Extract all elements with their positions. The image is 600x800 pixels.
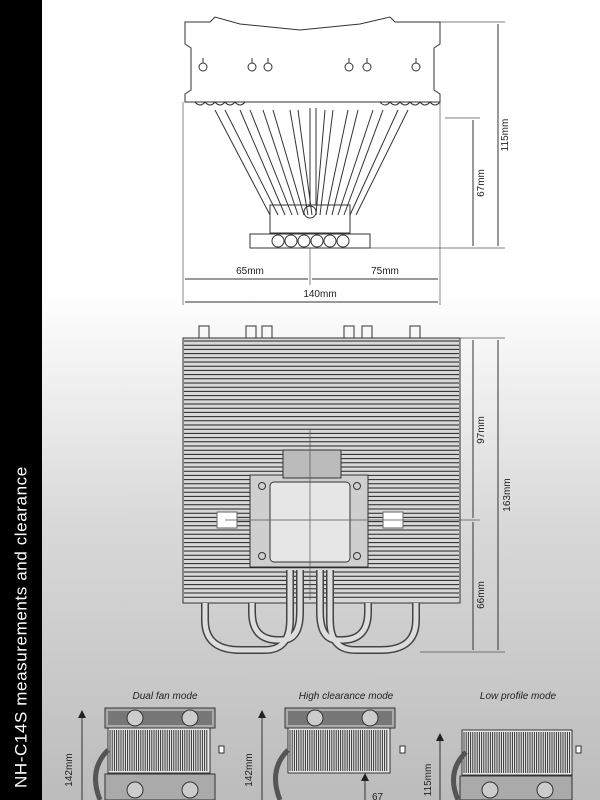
dim-total: 163mm	[502, 478, 513, 511]
dim-total-width: 140mm	[303, 289, 336, 300]
dim-left-width: 65mm	[236, 266, 264, 277]
mode-dual-fan: Dual fan mode 142mm	[64, 691, 225, 800]
mode-label: High clearance mode	[299, 691, 394, 702]
mount-screw	[303, 205, 317, 219]
sidebar: NH-C14S measurements and clearance	[0, 0, 42, 800]
dim-lower: 66mm	[476, 581, 487, 609]
dim-lower-height: 67mm	[476, 169, 487, 197]
heatpipes	[214, 108, 409, 216]
dim-total-height: 115mm	[500, 119, 511, 152]
mode-high-clearance: High clearance mode 142mm 67	[244, 691, 406, 800]
mode-label: Low profile mode	[480, 691, 557, 702]
mode-height: 142mm	[244, 753, 255, 786]
pipe-block	[282, 449, 342, 479]
fin-plate	[184, 16, 441, 103]
mode-height: 142mm	[64, 753, 75, 786]
fin-edge	[194, 101, 441, 106]
plate-holes	[198, 58, 421, 72]
front-view: 115mm 67mm 65mm 75mm 140mm	[182, 16, 511, 305]
pipe-ends	[271, 234, 350, 248]
top-down-view: 97mm 66mm 163mm	[182, 325, 513, 654]
mode-height: 115mm	[423, 764, 434, 797]
plate-screws	[258, 482, 361, 560]
dim-upper: 97mm	[476, 416, 487, 444]
dim-right-width: 75mm	[371, 266, 399, 277]
cpu-base	[269, 204, 351, 234]
mode-clearance: 67	[372, 792, 384, 800]
mode-low-profile: Low profile mode 115mm	[423, 691, 582, 800]
mode-label: Dual fan mode	[132, 691, 197, 702]
